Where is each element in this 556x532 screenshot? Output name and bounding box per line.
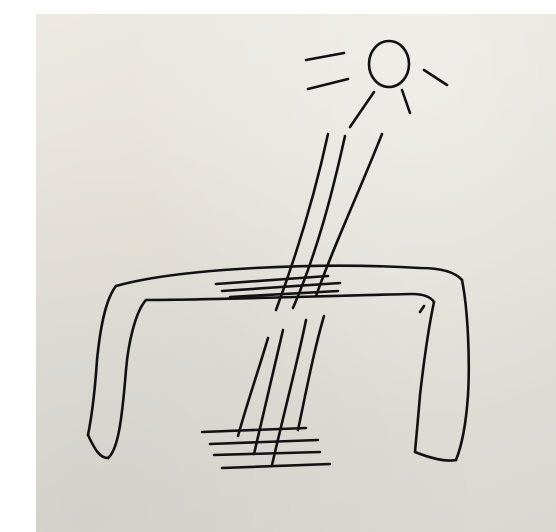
tabletop-hatch-1 xyxy=(216,276,328,284)
sun xyxy=(306,41,447,127)
sun-ray-down-right xyxy=(402,90,410,113)
table-left-bottom-edge xyxy=(88,435,108,458)
sun-circle xyxy=(369,41,409,87)
table-left-outer-edge xyxy=(88,286,116,435)
sun-ray-right xyxy=(424,70,447,85)
table-right-small-tick xyxy=(420,306,424,312)
under-ray-1 xyxy=(238,338,268,436)
floor-hatch-4 xyxy=(222,464,330,468)
table-right-front-edge xyxy=(415,302,434,452)
tabletop-hatch-2 xyxy=(222,283,340,291)
table-left-front-edge xyxy=(108,300,146,458)
sun-ray-down-left xyxy=(350,92,374,127)
table-right-bottom-edge xyxy=(415,452,456,461)
sun-ray-left-upper xyxy=(306,53,344,60)
floor-hatch-1 xyxy=(202,428,306,432)
light-patch-floor xyxy=(202,428,330,468)
table-top-front-edge xyxy=(146,294,434,302)
floor-hatch-2 xyxy=(210,440,318,444)
sun-ray-left-lower xyxy=(308,79,348,89)
under-ray-4 xyxy=(298,316,324,430)
table-right-outer-edge xyxy=(456,280,469,460)
under-ray-3 xyxy=(272,320,306,465)
floor-hatch-3 xyxy=(214,452,320,455)
